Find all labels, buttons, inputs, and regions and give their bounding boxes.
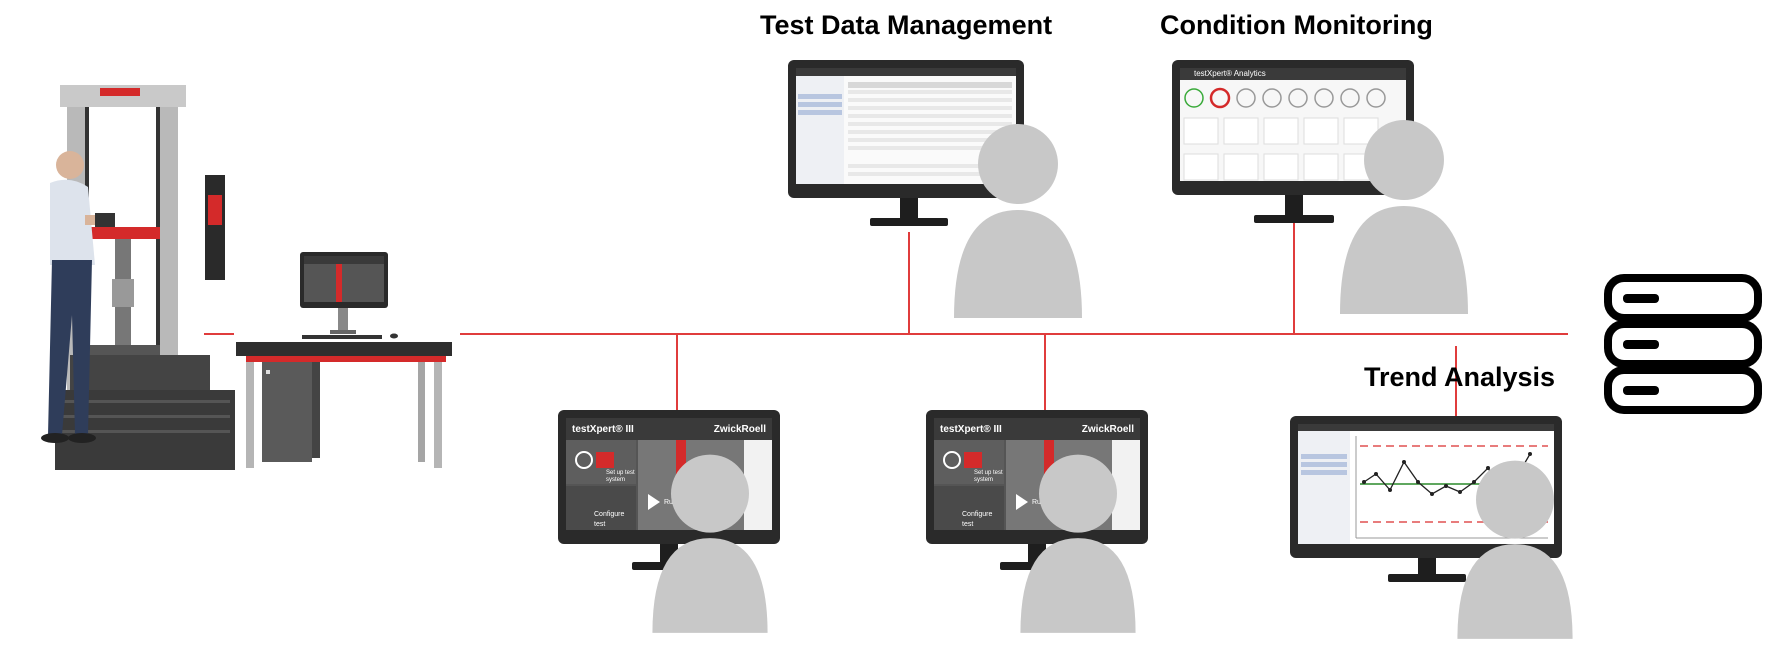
ws1-tile-setup[interactable]: Set up test system bbox=[606, 470, 635, 483]
cm-monitor-base bbox=[1254, 215, 1334, 223]
person-silhouette-icon bbox=[954, 124, 1082, 318]
person-silhouette-icon bbox=[1457, 460, 1573, 639]
ws2-app-bar: testXpert® III ZwickRoell bbox=[934, 418, 1140, 440]
ws1-monitor: testXpert® III ZwickRoell Set up test sy… bbox=[558, 410, 780, 544]
cm-app-bar: testXpert® Analytics bbox=[1180, 68, 1406, 80]
ws1-side-toolbar bbox=[744, 440, 772, 530]
cm-app-title: testXpert® Analytics bbox=[1194, 69, 1266, 78]
label-condition-monitoring: Condition Monitoring bbox=[1160, 10, 1433, 40]
network-backbone bbox=[460, 333, 1568, 335]
ws1-app-title: testXpert® III bbox=[572, 424, 634, 435]
ws2-side-toolbar bbox=[1112, 440, 1140, 530]
network-drop-ws2 bbox=[1044, 334, 1046, 410]
network-drop-cm bbox=[1293, 222, 1295, 334]
ws1-tile-configure[interactable]: Configure test bbox=[594, 511, 625, 528]
person-silhouette-icon bbox=[1020, 454, 1136, 633]
ws1-app-bar: testXpert® III ZwickRoell bbox=[566, 418, 772, 440]
trend-monitor-stand bbox=[1418, 558, 1436, 574]
cm-screen[interactable]: testXpert® Analytics bbox=[1180, 68, 1406, 181]
label-test-data-management: Test Data Management bbox=[760, 10, 1053, 40]
cm-dashboard-preview bbox=[1183, 87, 1386, 181]
network-drop-ws1 bbox=[676, 334, 678, 410]
ws2-tile-setup[interactable]: Set up test system bbox=[974, 470, 1003, 483]
cm-monitor-stand bbox=[1285, 195, 1303, 215]
ws2-app-title: testXpert® III bbox=[940, 424, 1002, 435]
desk-workstation-illustration bbox=[236, 252, 452, 468]
server-stack-icon bbox=[1604, 274, 1762, 414]
ws2-tile-configure[interactable]: Configure test bbox=[962, 511, 993, 528]
ws2-app-brand: ZwickRoell bbox=[1081, 424, 1134, 435]
tdm-table-preview bbox=[796, 68, 1016, 184]
person-silhouette-icon bbox=[652, 454, 768, 633]
ws1-screen[interactable]: testXpert® III ZwickRoell Set up test sy… bbox=[566, 418, 772, 530]
network-backbone-left bbox=[204, 333, 234, 335]
person-silhouette-icon bbox=[1340, 120, 1468, 314]
network-drop-trend bbox=[1455, 346, 1457, 416]
ws1-app-brand: ZwickRoell bbox=[713, 424, 766, 435]
testing-machine-illustration bbox=[41, 85, 235, 470]
tdm-monitor-stand bbox=[900, 198, 918, 218]
tdm-monitor-base bbox=[870, 218, 948, 226]
trend-monitor-base bbox=[1388, 574, 1466, 582]
label-trend-analysis: Trend Analysis bbox=[1364, 362, 1556, 392]
network-drop-tdm bbox=[908, 232, 910, 334]
